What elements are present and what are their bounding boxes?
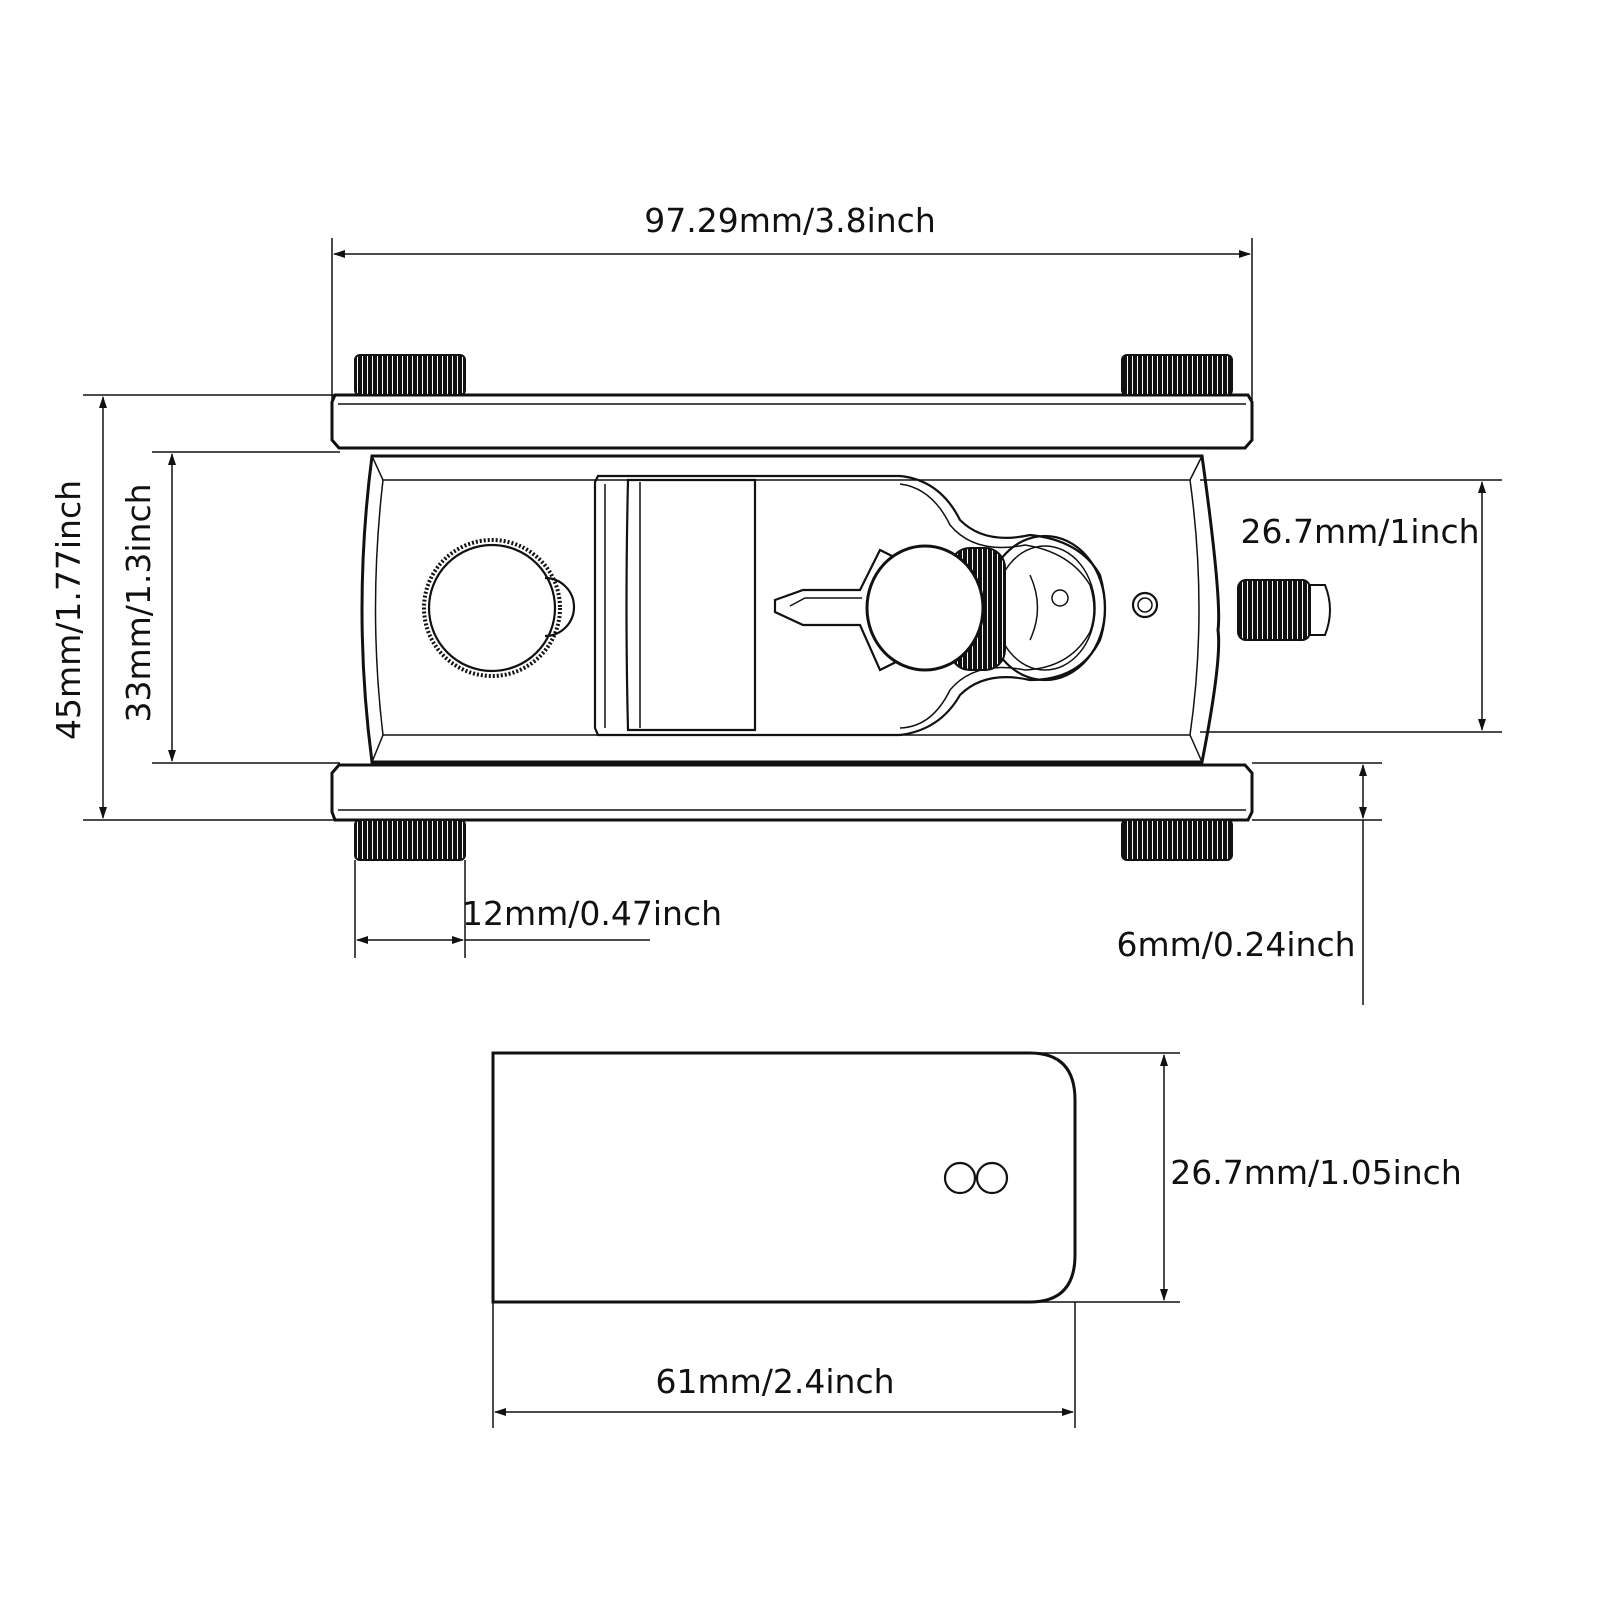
blade-assembly [593, 474, 1159, 737]
foot-knurl-top-right [1121, 354, 1233, 396]
dimension-overall-width: 97.29mm/3.8inch [331, 201, 1253, 400]
blade-hole-right [975, 1161, 1009, 1195]
depth-screw [1237, 579, 1331, 641]
dimension-base-thickness: 6mm/0.24inch [1116, 762, 1382, 1005]
dimension-overall-height: 45mm/1.77inch [49, 394, 340, 821]
top-rail [330, 393, 1254, 450]
label-blade-height: 26.7mm/1.05inch [1170, 1153, 1462, 1192]
plane-body [360, 454, 1221, 764]
label-blade-length: 61mm/2.4inch [655, 1362, 894, 1401]
bottom-rail [330, 763, 1254, 822]
dimension-foot-width: 12mm/0.47inch [354, 860, 722, 958]
dimension-blade-height: 26.7mm/1.05inch [1035, 1052, 1462, 1303]
blade-view [491, 1051, 1077, 1304]
foot-knurl-bottom-right [1121, 819, 1233, 861]
dimension-blade-width: 26.7mm/1inch [1200, 479, 1502, 733]
front-knob [422, 538, 576, 678]
label-base-thickness: 6mm/0.24inch [1116, 925, 1355, 964]
blade-hole-left [943, 1161, 977, 1195]
label-overall-height: 45mm/1.77inch [49, 480, 88, 740]
label-blade-width: 26.7mm/1inch [1240, 512, 1479, 551]
plane-top-view [330, 354, 1331, 861]
label-overall-width: 97.29mm/3.8inch [644, 201, 936, 240]
label-foot-width: 12mm/0.47inch [462, 894, 722, 933]
blade-outline [491, 1051, 1077, 1304]
foot-knurl-bottom-left [354, 819, 466, 861]
foot-knurl-top-left [354, 354, 466, 396]
body-hole [1131, 591, 1159, 619]
dimension-body-height: 33mm/1.3inch [119, 451, 340, 764]
adjustment-knob [865, 534, 1107, 682]
label-body-height: 33mm/1.3inch [119, 483, 158, 722]
dimension-blade-length: 61mm/2.4inch [492, 1302, 1076, 1428]
